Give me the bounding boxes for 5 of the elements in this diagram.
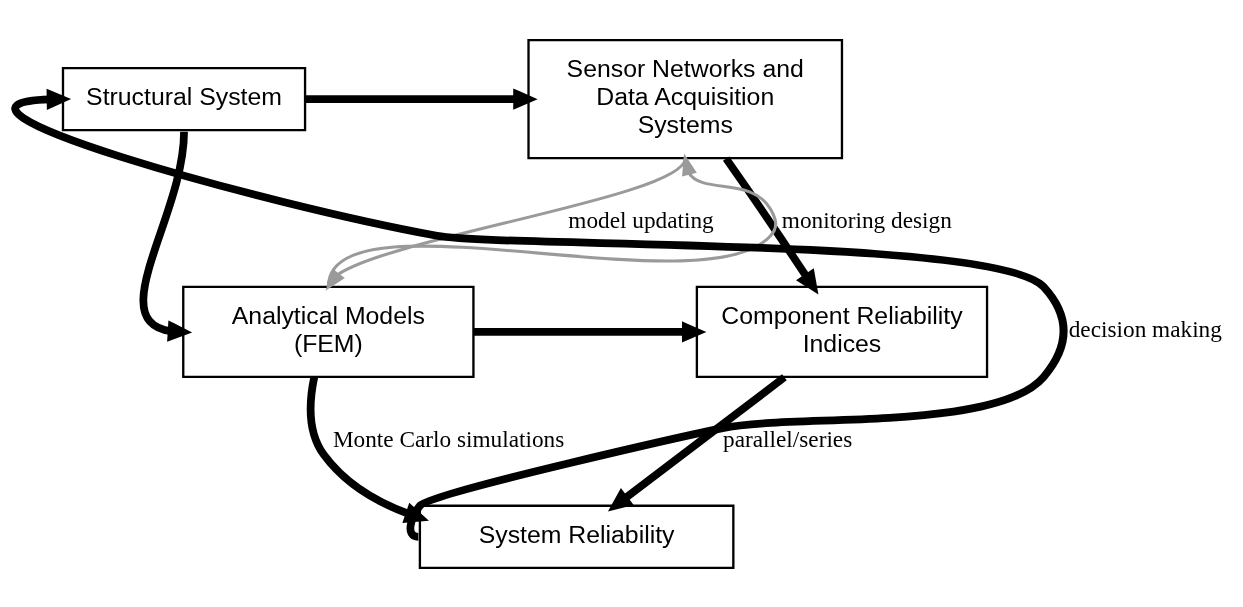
edge-label: parallel/series: [723, 425, 853, 452]
edge-label: Monte Carlo simulations: [332, 425, 565, 452]
edge-label: monitoring design: [781, 206, 952, 233]
edge-label: decision making: [1068, 315, 1222, 342]
edge-label: model updating: [568, 206, 714, 233]
